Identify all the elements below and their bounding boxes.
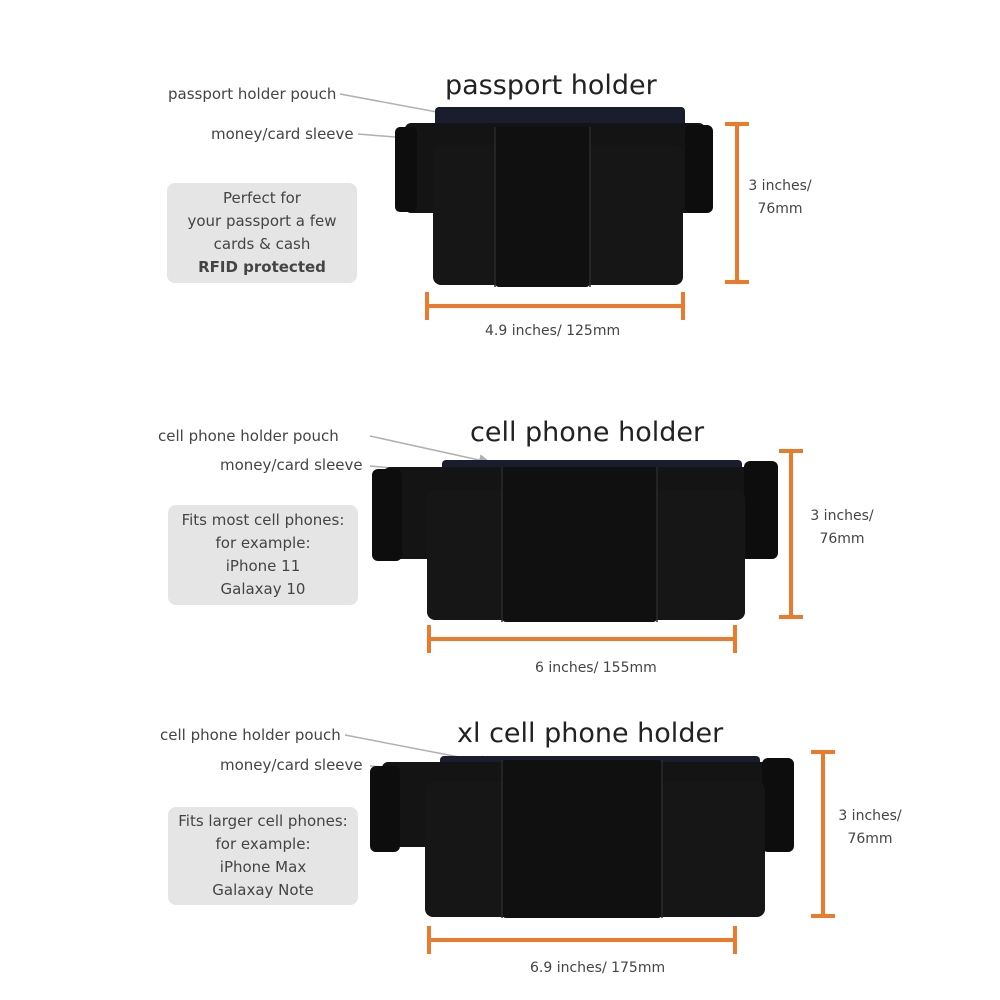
height-dimension-bar — [725, 122, 749, 284]
height-label-line: 76mm — [847, 831, 893, 847]
xl-cell-phone-holder-photo — [370, 756, 794, 918]
height-label-line: 3 inches/ — [810, 508, 874, 524]
info-line: Fits larger cell phones: — [178, 812, 348, 830]
height-label: 3 inches/ 76mm — [830, 805, 910, 851]
info-line: cards & cash — [213, 235, 311, 253]
section-cell-phone-holder: cell phone holder cell phone holder pouc… — [0, 345, 1000, 676]
height-label: 3 inches/ 76mm — [802, 505, 882, 551]
section-passport-holder: passport holder passport holder pouch mo… — [0, 0, 1000, 339]
info-line: for example: — [215, 534, 311, 552]
info-line: Galaxay 10 — [220, 580, 306, 598]
section-xl-cell-phone-holder: xl cell phone holder cell phone holder p… — [0, 670, 1000, 1000]
info-line: Perfect for — [223, 189, 301, 207]
sleeve-label: money/card sleeve — [211, 125, 354, 143]
section-title: cell phone holder — [470, 417, 705, 448]
info-line: iPhone Max — [219, 858, 307, 876]
pouch-label: cell phone holder pouch — [158, 427, 339, 445]
height-label-line: 76mm — [757, 201, 803, 217]
sleeve-label: money/card sleeve — [220, 456, 363, 474]
height-dimension-bar — [811, 750, 835, 918]
width-label: 6 inches/ 155mm — [535, 660, 657, 676]
pouch-label: cell phone holder pouch — [160, 726, 341, 744]
info-line: Fits most cell phones: — [181, 511, 345, 529]
width-label: 6.9 inches/ 175mm — [530, 960, 666, 976]
height-label: 3 inches/ 76mm — [740, 175, 820, 221]
section-title: passport holder — [445, 70, 657, 101]
width-dimension-bar — [425, 292, 685, 320]
height-label-line: 3 inches/ — [838, 808, 902, 824]
info-box: Perfect for your passport a few cards & … — [167, 183, 357, 283]
width-dimension-bar — [427, 625, 737, 653]
pouch-label: passport holder pouch — [168, 85, 337, 103]
info-line-bold: RFID protected — [198, 258, 326, 276]
width-dimension-bar — [427, 926, 737, 954]
sleeve-label: money/card sleeve — [220, 756, 363, 774]
info-box: Fits most cell phones: for example: iPho… — [168, 505, 358, 605]
width-label: 4.9 inches/ 125mm — [485, 323, 621, 339]
info-line: your passport a few — [187, 212, 337, 230]
height-label-line: 76mm — [819, 531, 865, 547]
info-line: for example: — [215, 835, 311, 853]
cell-phone-holder-photo — [372, 460, 778, 622]
info-line: iPhone 11 — [225, 557, 301, 575]
info-line: Galaxay Note — [212, 881, 314, 899]
section-title: xl cell phone holder — [457, 718, 724, 749]
passport-holder-photo — [395, 107, 713, 287]
height-label-line: 3 inches/ — [748, 178, 812, 194]
info-box: Fits larger cell phones: for example: iP… — [168, 807, 358, 905]
height-dimension-bar — [779, 449, 803, 619]
